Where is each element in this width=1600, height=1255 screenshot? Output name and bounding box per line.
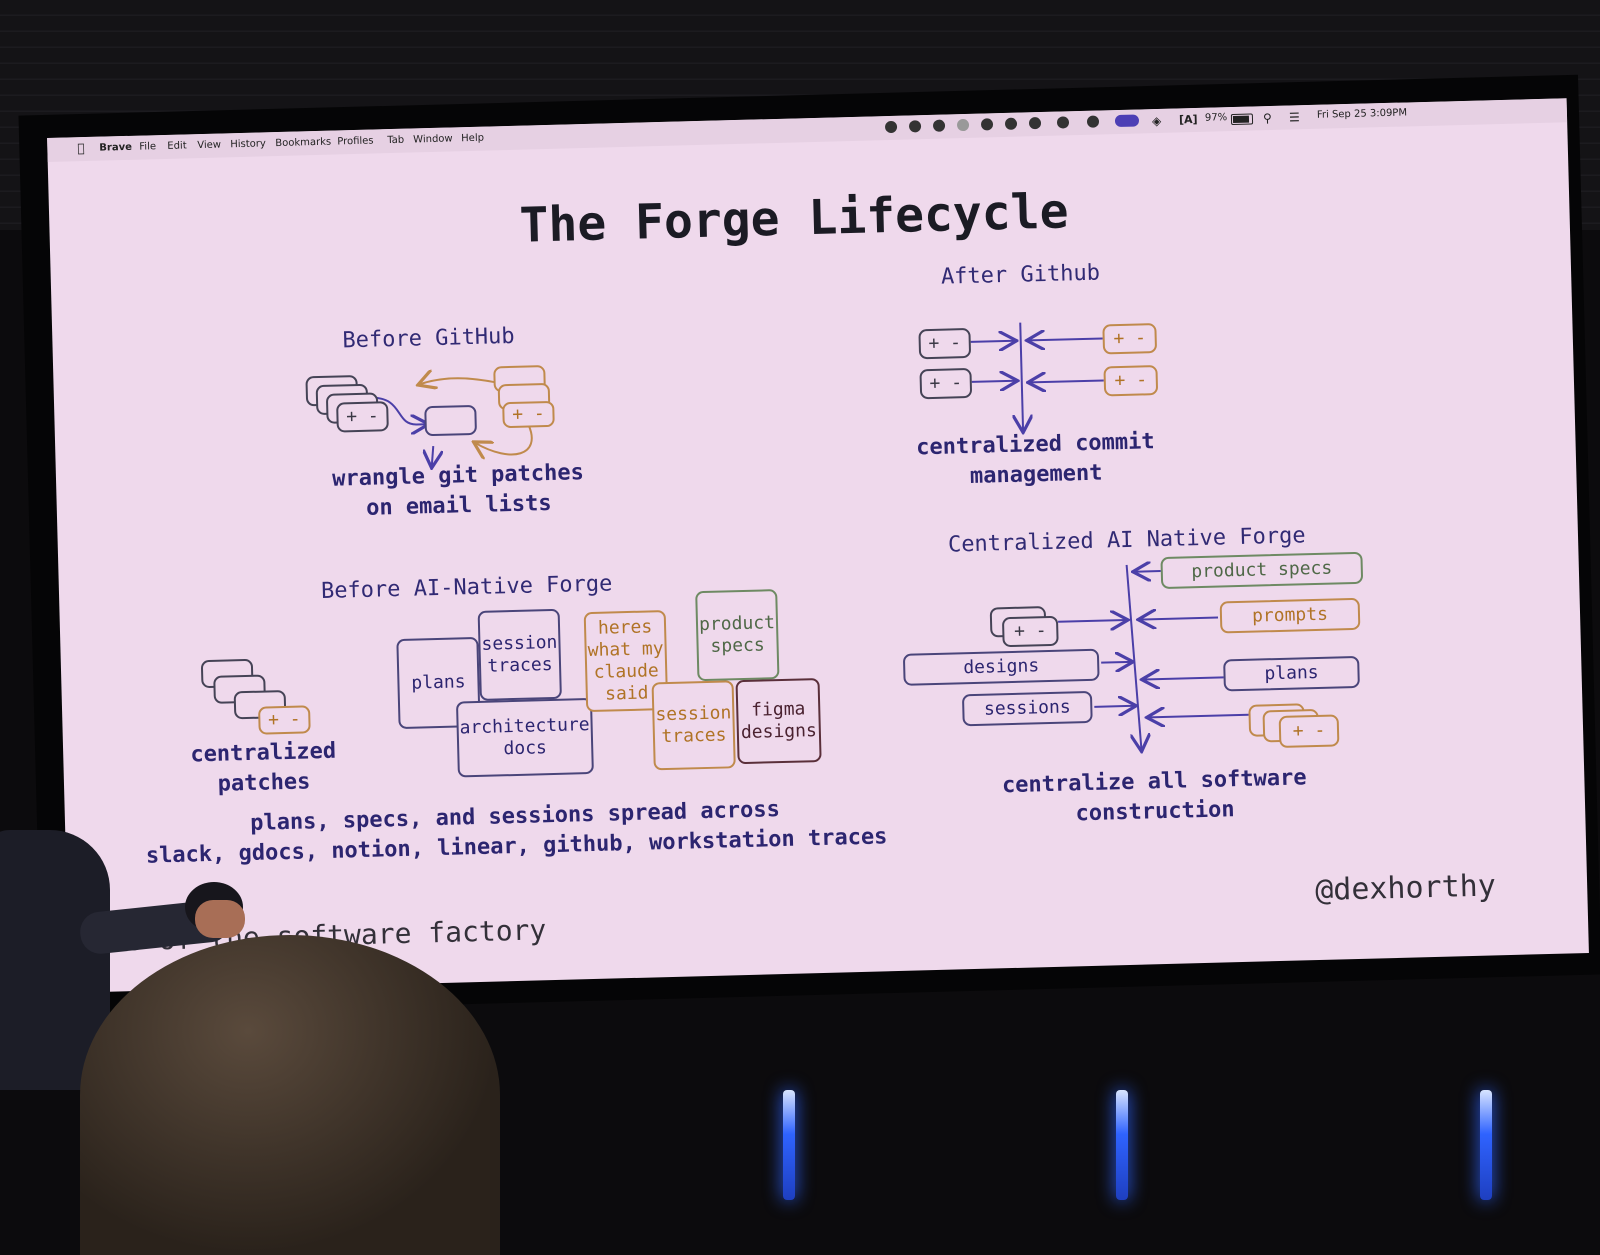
product-specs-pill: product specs bbox=[1160, 551, 1364, 590]
arrow-orange-top bbox=[420, 377, 504, 386]
stage-light bbox=[783, 1090, 795, 1200]
ai-native-caption: centralize all software construction bbox=[994, 763, 1315, 831]
figma-designs-card: figma designs bbox=[735, 678, 822, 765]
patch-card: + - bbox=[1001, 615, 1059, 648]
patch-card-orange: + - bbox=[1102, 323, 1158, 355]
prompts-pill: prompts bbox=[1219, 597, 1361, 634]
patch-card: + - bbox=[919, 367, 973, 400]
email-inbox-box bbox=[424, 404, 477, 437]
centralized-patches-caption: centralized patches bbox=[163, 736, 365, 801]
session-traces-card: session traces bbox=[477, 608, 562, 701]
stage-light bbox=[1480, 1090, 1492, 1200]
projected-screen:  Brave File Edit View History Bookmarks… bbox=[47, 98, 1589, 993]
arrow-from-inbox bbox=[431, 445, 434, 466]
designs-pill: designs bbox=[902, 648, 1100, 686]
arrow-to-inbox bbox=[369, 396, 427, 425]
architecture-docs-card: architecture docs bbox=[455, 697, 594, 778]
after-github-heading: After Github bbox=[940, 260, 1101, 290]
ai-native-trunk bbox=[1125, 564, 1142, 750]
presenter-hand bbox=[195, 900, 245, 938]
session-traces-card-orange: session traces bbox=[651, 680, 736, 771]
stage-light bbox=[1116, 1090, 1128, 1200]
patch-card-orange: + - bbox=[1103, 365, 1159, 397]
patch-card-orange: + - bbox=[258, 705, 311, 735]
sessions-pill: sessions bbox=[961, 690, 1093, 727]
plans-pill: plans bbox=[1223, 655, 1360, 692]
patch-card: + - bbox=[336, 401, 389, 433]
speaker-handle: @dexhorthy bbox=[1314, 868, 1497, 909]
patch-card: + - bbox=[918, 327, 972, 360]
patch-card-orange: + - bbox=[502, 400, 555, 429]
before-github-caption: wrangle git patches on email lists bbox=[328, 458, 589, 525]
patch-card-orange: + - bbox=[1278, 714, 1340, 748]
after-github-caption: centralized commit management bbox=[905, 427, 1166, 494]
product-specs-card: product specs bbox=[695, 589, 780, 682]
before-github-heading: Before GitHub bbox=[342, 323, 515, 354]
arrow-orange-bottom bbox=[475, 425, 533, 455]
audience-head-cap bbox=[80, 935, 500, 1255]
after-github-trunk bbox=[1020, 322, 1023, 431]
caption-line: centralized bbox=[190, 738, 337, 768]
caption-line: patches bbox=[217, 769, 311, 797]
